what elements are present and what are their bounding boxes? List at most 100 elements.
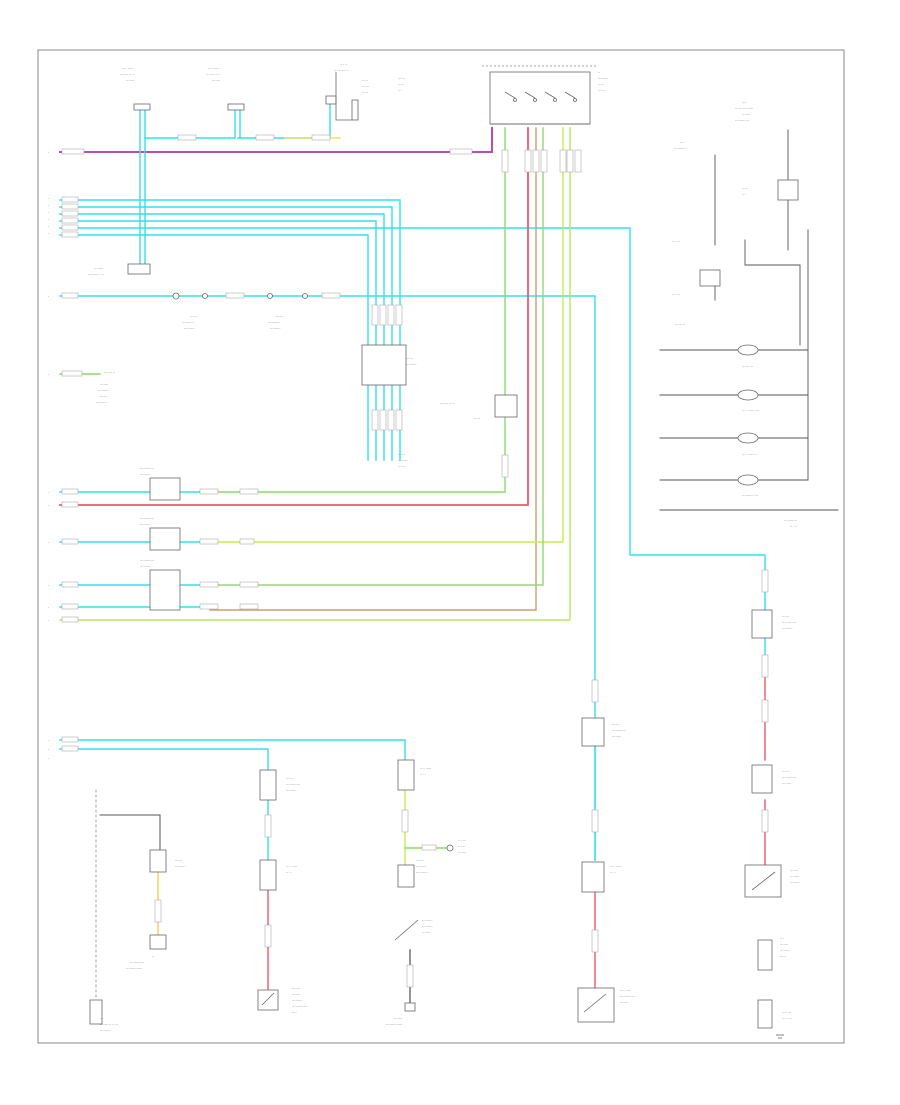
svg-text:···········: ··········· (674, 147, 687, 151)
svg-text:······: ······ (406, 357, 413, 361)
wire-green-2 (209, 127, 544, 586)
svg-text:······ ·········: ······ ········· (735, 107, 753, 111)
svg-text:··: ·· (152, 955, 154, 959)
svg-text:···· ·····: ···· ····· (610, 865, 621, 869)
svg-text:······: ······ (782, 615, 789, 619)
svg-text:············: ············ (735, 119, 749, 123)
svg-text:···· ·····: ···· ····· (620, 989, 631, 993)
wire-tan-1 (209, 127, 537, 611)
wire-tags (61, 134, 769, 988)
svg-text:·········: ········· (406, 363, 417, 367)
svg-text:·· ····: ·· ···· (458, 839, 466, 843)
svg-text:··············: ·············· (126, 967, 142, 971)
svg-text:··········: ·········· (268, 321, 280, 325)
svg-text:···: ··· (398, 89, 402, 93)
svg-text:······: ······ (362, 85, 369, 89)
svg-text:········: ········ (612, 735, 621, 739)
component-labels: ···· ············ ··········· ···· ·····… (48, 63, 801, 1033)
svg-text:·············: ············· (620, 995, 635, 999)
svg-text:···: ··· (742, 193, 746, 197)
svg-text:······ ·····: ······ ····· (334, 69, 348, 73)
svg-text:·· ··: ·· ·· (420, 773, 426, 777)
wire-ltblue-c (144, 107, 236, 139)
svg-text:·········: ········· (598, 77, 609, 81)
svg-text:·····: ····· (474, 417, 480, 421)
svg-text:········: ········ (790, 875, 799, 879)
svg-text:······· ····: ······· ···· (206, 73, 220, 77)
svg-text:·· ····: ·· ···· (672, 293, 680, 297)
svg-text:···· ·····: ···· ····· (420, 767, 431, 771)
svg-text:·········: ········· (790, 881, 801, 885)
svg-text:·······: ······· (780, 943, 788, 947)
wire-ltblue-row2 (59, 295, 596, 861)
svg-text:·····: ····· (598, 83, 604, 87)
svg-text:··········: ·········· (96, 401, 108, 405)
svg-text:······: ······ (612, 723, 619, 727)
svg-text:············: ············ (140, 467, 154, 471)
wire-black-panel-9 (744, 239, 776, 266)
svg-text:········: ········ (782, 782, 791, 786)
svg-text:·: · (48, 217, 49, 222)
wire-ltblue-bundle-3 (59, 213, 385, 461)
wire-black-panel-4 (774, 264, 801, 346)
svg-text:······· ··: ······· ·· (104, 371, 115, 375)
svg-text:·: · (48, 540, 49, 545)
svg-text:·····: ····· (398, 83, 404, 87)
svg-text:············: ············ (140, 559, 154, 563)
svg-text:····: ···· (742, 101, 747, 105)
svg-text:·· ···: ·· ··· (790, 525, 797, 529)
svg-text:········: ········ (94, 267, 103, 271)
svg-text:············: ············ (782, 621, 796, 625)
svg-text:·: · (48, 150, 49, 155)
svg-text:······: ······ (398, 465, 405, 469)
svg-text:·· ···: ·· ··· (340, 63, 347, 67)
switch-assembly-top (489, 71, 591, 125)
svg-text:············: ············ (286, 783, 300, 787)
svg-text:······· ····: ······· ···· (120, 73, 134, 77)
diagram-frame (37, 49, 845, 1044)
svg-text:·······: ······· (126, 79, 134, 83)
svg-text:···· ···· ···: ···· ···· ··· (742, 453, 757, 457)
svg-text:·: · (48, 747, 49, 752)
svg-text:············: ············ (140, 517, 154, 521)
svg-text:·············: ············· (292, 1005, 307, 1009)
wire-ltblue-bottom-2 (59, 748, 269, 771)
svg-text:·········: ········· (140, 473, 151, 477)
svg-text:·······: ······· (742, 113, 750, 117)
wire-pink-1 (59, 127, 529, 506)
wire-ltblue-bottom-1 (59, 739, 406, 761)
svg-text:·····: ····· (780, 955, 786, 959)
wire-ltblue-bundle-1 (59, 199, 401, 461)
svg-text:·········: ········· (286, 789, 297, 793)
svg-text:···· ·····: ···· ····· (286, 865, 297, 869)
svg-text:············: ············ (612, 729, 626, 733)
svg-text:·: · (48, 503, 49, 508)
svg-text:············: ············ (782, 776, 796, 780)
wire-ygreen-1 (199, 127, 564, 543)
svg-text:······: ······ (175, 859, 182, 863)
svg-text:············: ············ (130, 961, 144, 965)
svg-text:·· ··: ·· ·· (286, 871, 292, 875)
svg-text:·····: ····· (742, 187, 748, 191)
wire-black-1 (99, 814, 161, 851)
svg-text:······: ······ (276, 315, 283, 319)
svg-text:·: · (48, 490, 49, 495)
ground-symbol (776, 1034, 784, 1039)
svg-text:·········· ···: ·········· ··· (88, 273, 104, 277)
svg-text:···: ··· (100, 1017, 104, 1021)
svg-text:······: ······ (100, 395, 107, 399)
svg-text:······· ····: ······· ···· (440, 402, 454, 406)
svg-text:·: · (48, 605, 49, 610)
wire-ygreen-2 (59, 127, 571, 621)
svg-text:·········: ········· (98, 389, 109, 393)
wire-green-1 (199, 127, 506, 493)
components (89, 65, 799, 1029)
svg-text:···· ···: ···· ··· (782, 1011, 791, 1015)
svg-text:·········: ········· (416, 865, 427, 869)
svg-text:·······: ······· (292, 987, 300, 991)
svg-text:·· ··: ·· ·· (610, 871, 616, 875)
svg-text:······: ······ (458, 845, 465, 849)
svg-text:······ ···: ······ ··· (742, 365, 753, 369)
